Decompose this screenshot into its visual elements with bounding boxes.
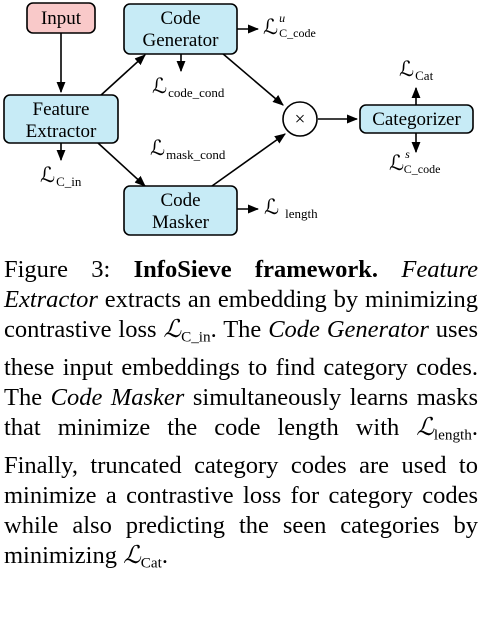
feature-extractor-box xyxy=(3,94,119,144)
loss-cat: ℒCat xyxy=(399,57,434,83)
loss-mask-cond: ℒmask_cond xyxy=(150,136,226,162)
node-feature-extractor: Feature Extractor xyxy=(3,94,119,144)
node-categorizer: Categorizer xyxy=(359,104,474,134)
input-box xyxy=(26,2,96,34)
edge-masker-to-multiply xyxy=(211,133,286,187)
feature-extractor-label-line2: Extractor xyxy=(26,121,97,142)
code-generator-box xyxy=(123,3,238,55)
figure-caption: Figure 3: InfoSieve framework. Feature E… xyxy=(4,255,478,579)
code-generator-label-line2: Generator xyxy=(143,30,220,51)
edge-extractor-to-generator xyxy=(99,54,146,97)
edge-extractor-to-masker xyxy=(97,142,146,187)
caption-code-generator: Code Generator xyxy=(268,316,429,344)
input-label: Input xyxy=(41,8,82,29)
node-input: Input xyxy=(26,2,96,34)
caption-feature-extractor: Feature Extractor xyxy=(4,256,479,314)
infosieve-diagram: Input Code Generator Feature Extractor C… xyxy=(3,2,474,236)
loss-c-in: ℒC_in xyxy=(40,163,82,189)
caption-loss-cat: ℒCat xyxy=(123,542,162,572)
caption-text-4: simultaneously learns masks that minimiz… xyxy=(4,384,478,442)
edges xyxy=(56,24,421,214)
node-code-generator: Code Generator xyxy=(123,3,238,55)
caption-loss-c-in: ℒC_in xyxy=(163,316,211,346)
feature-extractor-label-line1: Feature xyxy=(33,99,90,120)
code-masker-box xyxy=(123,185,238,236)
multiply-symbol: × xyxy=(295,109,306,130)
categorizer-label: Categorizer xyxy=(372,109,461,130)
node-multiply: × xyxy=(282,101,318,137)
edge-generator-to-multiply xyxy=(221,52,284,106)
node-code-masker: Code Masker xyxy=(123,185,238,236)
code-generator-label-line1: Code xyxy=(160,8,200,29)
caption-text-2: . The xyxy=(210,316,269,344)
multiply-circle xyxy=(282,101,318,137)
caption-text-6: . xyxy=(161,542,168,570)
caption-text-1: extracts an embedding by minimizing cont… xyxy=(4,286,478,344)
code-masker-label-line2: Masker xyxy=(152,212,210,233)
code-masker-label-line1: Code xyxy=(160,190,200,211)
caption-text-5: . Finally, truncated category codes are … xyxy=(4,414,478,570)
caption-loss-length: ℒlength xyxy=(416,414,472,444)
loss-code-cond: ℒcode_cond xyxy=(152,74,225,100)
caption-text-3: uses these input embeddings to find cate… xyxy=(4,316,478,412)
categorizer-box xyxy=(359,104,474,134)
figure-label: Figure 3: xyxy=(4,256,111,283)
caption-title: InfoSieve framework. xyxy=(133,256,379,283)
caption-code-masker: Code Masker xyxy=(50,384,185,412)
